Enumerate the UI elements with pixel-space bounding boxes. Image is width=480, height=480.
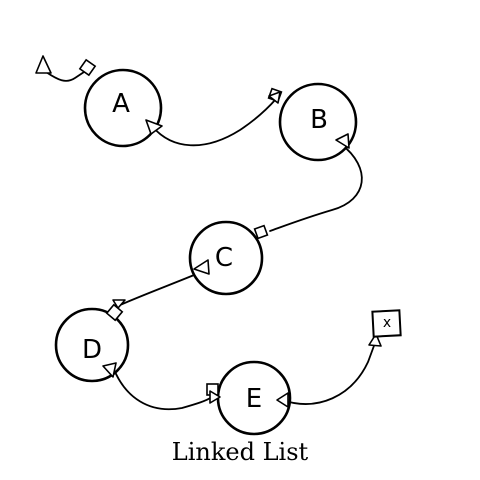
node-a-next-port [78,58,97,77]
head-pointer-triangle [35,55,52,74]
node-a: A [83,68,163,148]
edge-e-to-null [281,342,376,405]
arrowhead-into-e-port [209,390,221,404]
null-terminator: x [371,309,402,338]
node-c-next-port [253,224,269,240]
edge-head-to-a [45,71,85,82]
arrowhead-into-a [145,119,163,135]
edge-a-to-b [151,98,277,147]
arrowhead-into-b [268,91,281,104]
node-e-label: E [246,384,262,414]
arrowhead-into-b-return [335,133,350,149]
arrowhead-into-d [112,299,126,309]
arrowhead-into-e [276,392,289,408]
node-b: B [278,82,358,162]
node-d: D [54,307,130,383]
node-e: E [216,360,292,436]
arrowhead-into-c [193,259,210,275]
arrowhead-into-null [368,333,382,347]
edge-b-to-c [269,143,363,232]
node-b-label: B [310,105,328,135]
node-d-label: D [82,335,102,365]
edge-d-to-e [112,366,213,411]
node-a-label: A [112,89,130,119]
diagram-caption: Linked List [171,438,309,466]
node-c: C [188,220,264,296]
null-terminator-label: x [383,315,391,331]
node-c-label: C [215,243,233,273]
arrowhead-into-d-return [102,362,117,378]
